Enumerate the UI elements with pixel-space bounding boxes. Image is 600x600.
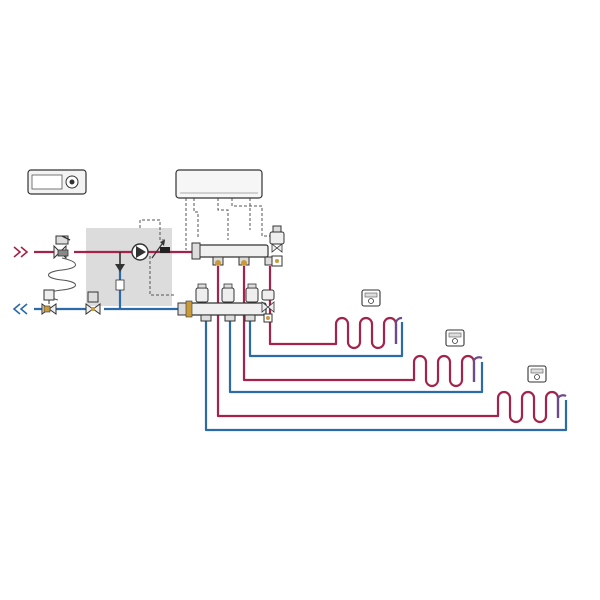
- loop-transition-marks: [394, 316, 567, 418]
- return-mixing-unit-icon[interactable]: [85, 291, 101, 315]
- wiring-centre-icon[interactable]: [175, 169, 263, 199]
- room-thermostat-icon[interactable]: [527, 365, 547, 383]
- return-valve-actuator-icon[interactable]: [41, 289, 57, 315]
- return-manifold-drain-icon[interactable]: [261, 289, 275, 323]
- mixing-valve-icon[interactable]: [53, 235, 71, 260]
- manifold-air-vent-icon[interactable]: [269, 225, 285, 267]
- room-thermostat-icon[interactable]: [361, 289, 381, 307]
- circulation-pump-icon[interactable]: [131, 243, 149, 261]
- bypass-flow-arrow: [115, 252, 125, 291]
- room-thermostat-icon[interactable]: [445, 329, 465, 347]
- mixing-zone-box: [86, 228, 172, 306]
- supply-manifold[interactable]: [191, 242, 276, 266]
- control-wiring: [139, 198, 270, 296]
- zone-actuator-icon[interactable]: [195, 283, 259, 303]
- supply-inlet-double-chevron-icon: [13, 246, 29, 258]
- flow-temperature-sensor-icon: [151, 240, 170, 259]
- return-outlet-double-chevron-icon: [12, 303, 28, 315]
- return-manifold[interactable]: [177, 300, 267, 322]
- weather-compensation-controller-icon[interactable]: [27, 169, 87, 195]
